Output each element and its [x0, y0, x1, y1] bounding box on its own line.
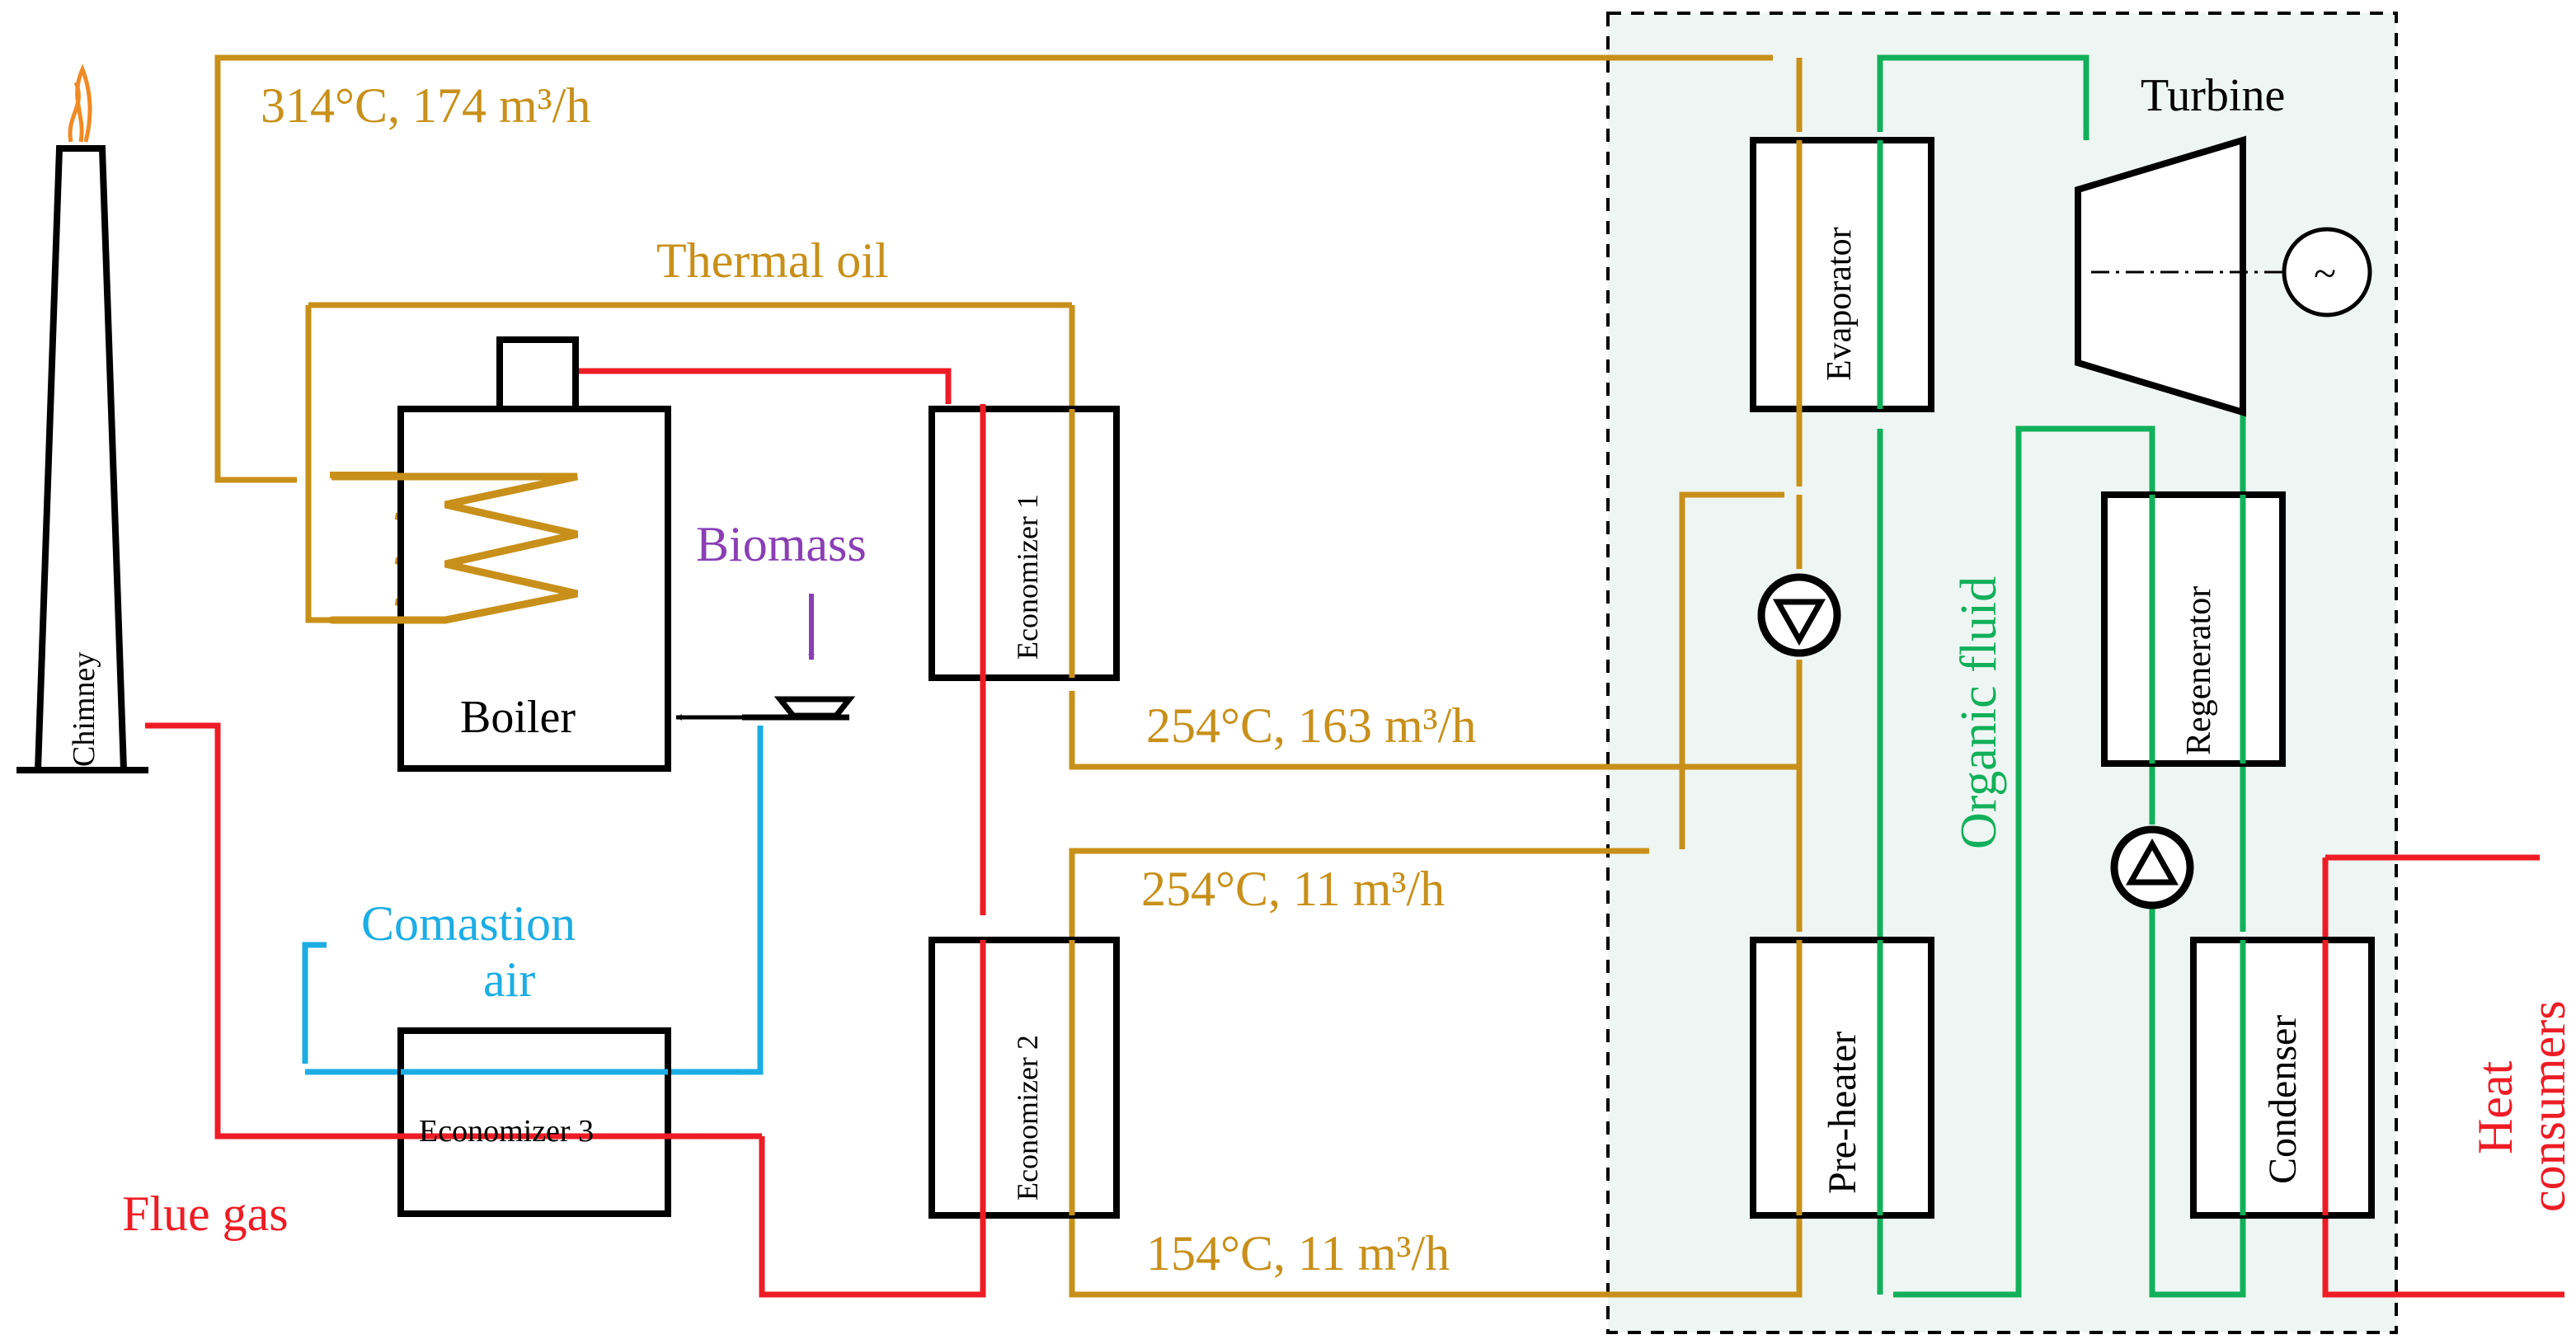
chimney: [16, 63, 148, 773]
economizer-1-label: Economizer 1: [1011, 494, 1044, 660]
condenser: [2190, 937, 2375, 1219]
economizer-3: [397, 1027, 671, 1217]
generator-symbol: ~: [2314, 250, 2336, 296]
pre-heater: [1750, 937, 1934, 1219]
boiler: [397, 336, 671, 772]
chimney-label: Chimney: [67, 652, 101, 767]
generator: [2282, 227, 2372, 317]
evaporator: [1750, 137, 1934, 412]
combustion-air-label-line1: Comastion: [361, 896, 576, 951]
turbine: [2075, 135, 2372, 417]
flue-gas-label: Flue gas: [122, 1187, 289, 1241]
regenerator-label: Regenerator: [2180, 586, 2218, 755]
economizer-2: [928, 937, 1120, 1219]
thermal-oil-label: Thermal oil: [656, 233, 889, 288]
boiler-heating-coil: [331, 472, 578, 624]
oil-pump: [1757, 573, 1841, 657]
economizer-3-label: Economizer 3: [419, 1114, 594, 1149]
turbine-label: Turbine: [2141, 70, 2285, 121]
organic-fluid-lines: [1877, 54, 2246, 1298]
flame-icon: [68, 63, 92, 143]
condenser-label: Condenser: [2261, 1015, 2305, 1184]
flow-label-supply: 314°C, 174 m³/h: [261, 78, 590, 133]
thermal-oil-lines: [214, 54, 1803, 1298]
biomass-label: Biomass: [696, 517, 867, 571]
economizer-2-label: Economizer 2: [1011, 1035, 1044, 1201]
regenerator: [2101, 491, 2286, 767]
pre-heater-label: Pre-heater: [1821, 1031, 1864, 1194]
through-box-organic: [1877, 140, 2246, 1215]
organic-pump: [2110, 825, 2194, 909]
evaporator-label: Evaporator: [1821, 227, 1859, 381]
organic-fluid-label: Organic fluid: [1951, 576, 2007, 849]
biomass-feeder: [675, 594, 856, 721]
heat-consumers-label-line1: Heat: [2468, 1060, 2522, 1154]
flow-label-to-econ2: 254°C, 11 m³/h: [1141, 862, 1445, 916]
heat-consumers-label-line2: consumers: [2521, 1000, 2575, 1212]
flow-label-return-econ1: 254°C, 163 m³/h: [1146, 698, 1476, 753]
economizer-1: [928, 406, 1120, 681]
through-box-gas: [396, 404, 2329, 1219]
through-box-oil: [1069, 140, 1803, 1215]
flue-gas-lines: [144, 368, 986, 1298]
flow-label-return-preheater: 154°C, 11 m³/h: [1146, 1226, 1450, 1281]
combustion-air-label-line2: air: [483, 952, 535, 1007]
boiler-label: Boiler: [460, 692, 576, 743]
